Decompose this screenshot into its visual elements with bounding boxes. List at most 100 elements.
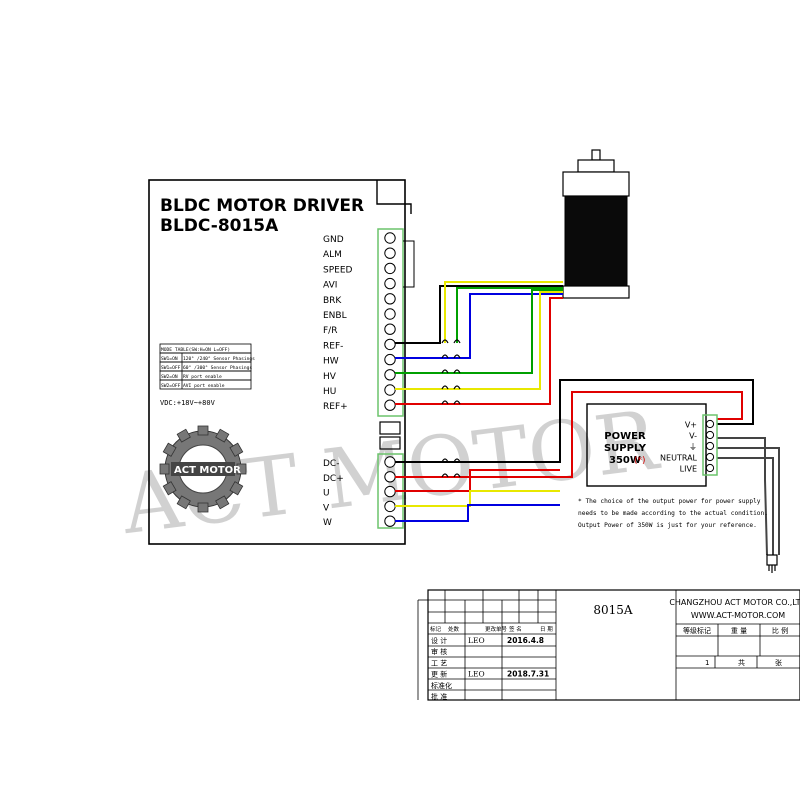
- ps-terminal-label: V+: [685, 421, 697, 430]
- mode-table-title: MODE TABLE(SW:H=ON L=OFF): [161, 347, 230, 353]
- pin-label: SPEED: [323, 265, 353, 275]
- driver-title: BLDC MOTOR DRIVER: [160, 196, 364, 216]
- pin-terminal: [384, 293, 396, 305]
- vdc-label: VDC:+18V~+80V: [160, 399, 216, 407]
- pin-label: ENBL: [323, 311, 347, 321]
- row-label: 标准化: [431, 681, 452, 690]
- pin-label: DC+: [323, 474, 344, 484]
- wire-motor-green: [456, 287, 563, 343]
- mode-value: 60° /300° Sensor Phasings: [183, 365, 252, 371]
- pin-terminal: [384, 353, 396, 366]
- ps-terminal-label: NEUTRAL: [660, 454, 697, 463]
- ps-title-2: SUPPLY: [604, 443, 647, 454]
- ps-title-1: POWER: [604, 431, 646, 442]
- pin-label: F/R: [323, 326, 337, 336]
- wiring: [395, 281, 780, 556]
- title-block: 8015A CHANGZHOU ACT MOTOR CO.,LTD WWW.ACT-…: [417, 589, 800, 701]
- wire-motor-yellow: [444, 281, 563, 343]
- pin-label: DC-: [323, 459, 339, 469]
- pin-label: BRK: [323, 296, 342, 306]
- pin-terminal: [384, 471, 396, 483]
- pin-label: V: [323, 503, 330, 513]
- mode-key: SW2=ON: [161, 374, 178, 380]
- row-name: LEO: [468, 636, 485, 645]
- ps-terminal: [705, 419, 715, 429]
- pin-terminal: [384, 399, 396, 411]
- row-name: LEO: [468, 670, 485, 679]
- wire-hu: [395, 291, 563, 390]
- pin-terminal: [384, 369, 396, 381]
- rev-header: 标记: [430, 625, 442, 633]
- mode-value: RV port enable: [183, 374, 222, 380]
- pin-label: REF+: [323, 402, 348, 412]
- company-name: CHANGZHOU ACT MOTOR CO.,LTD: [669, 598, 800, 607]
- ps-terminal-block: [702, 414, 718, 476]
- ps-terminal: [705, 452, 715, 462]
- row-label: 更 新: [431, 670, 447, 679]
- power-plug: [766, 554, 778, 573]
- wire-dc-minus: [395, 379, 754, 463]
- pin-label: REF-: [323, 341, 343, 351]
- pin-terminal: [384, 262, 396, 275]
- mode-key: SW1=OFF: [161, 365, 181, 371]
- ps-rating-mark: (*): [634, 456, 646, 466]
- ps-terminal-label: ⏚: [689, 443, 697, 452]
- pin-terminal: [384, 338, 396, 351]
- sheet-number: 1: [705, 659, 709, 667]
- wire-w: [395, 504, 560, 522]
- driver-box: [148, 179, 406, 545]
- power-supply-box: [586, 403, 707, 487]
- mode-key: SW1=ON: [161, 356, 178, 362]
- driver-model: BLDC-8015A: [160, 216, 279, 236]
- pin-terminal: [384, 485, 396, 498]
- ps-terminal: [705, 441, 715, 451]
- row-date: 2016.4.8: [507, 636, 544, 645]
- wire-u: [395, 469, 560, 492]
- mode-key: SW2=OFF: [161, 383, 181, 389]
- rev-header: 签 名: [509, 625, 522, 633]
- rev-header: 日 期: [540, 626, 553, 633]
- pin-label: HU: [323, 387, 336, 397]
- driver-top-tab: [376, 180, 412, 214]
- company-website: WWW.ACT-MOTOR.COM: [691, 611, 785, 620]
- pin-label: HW: [323, 357, 339, 367]
- logo-text: ACT MOTOR: [174, 465, 241, 476]
- rev-header: 处数: [448, 625, 460, 633]
- wire-v: [395, 490, 560, 507]
- pin-terminal: [384, 308, 396, 320]
- pin-label: HV: [323, 372, 337, 382]
- note-line: Output Power of 350W is just for your re…: [578, 522, 757, 529]
- part-number: 8015A: [593, 603, 633, 617]
- mode-table: MODE TABLE(SW:H=ON L=OFF) SW1=ON 120° /240…: [159, 343, 255, 390]
- ps-terminal-label: LIVE: [680, 465, 697, 474]
- switch-1: [379, 421, 401, 435]
- col-header: 等级标记: [683, 626, 711, 635]
- wire-neutral: [717, 447, 780, 555]
- wire-ref-minus: [395, 285, 563, 344]
- row-label: 审 核: [431, 647, 447, 656]
- wire-live: [717, 457, 774, 555]
- mode-value: AVI port enable: [183, 383, 225, 389]
- pin-terminal: [384, 277, 396, 290]
- ps-terminal: [705, 463, 715, 473]
- ps-terminal: [705, 430, 715, 440]
- wire-ref-plus: [395, 297, 563, 405]
- row-label: 工 艺: [431, 659, 447, 667]
- wire-hv: [395, 289, 563, 374]
- pin-terminal: [384, 384, 396, 396]
- pin-terminal: [384, 232, 396, 244]
- sheet-total-label: 共: [738, 658, 745, 667]
- col-header: 重 量: [731, 627, 747, 635]
- pin-label: GND: [323, 235, 344, 245]
- bracket: [403, 240, 415, 288]
- row-label: 设 计: [431, 636, 447, 645]
- wire-dc-plus: [395, 391, 743, 478]
- wire-hw: [395, 293, 563, 359]
- mode-value: 120° /240° Sensor Phasings: [183, 356, 255, 362]
- pin-terminal: [384, 515, 396, 527]
- pin-label: ALM: [323, 250, 342, 260]
- motor: [562, 149, 630, 299]
- sheet-unit: 张: [775, 658, 782, 667]
